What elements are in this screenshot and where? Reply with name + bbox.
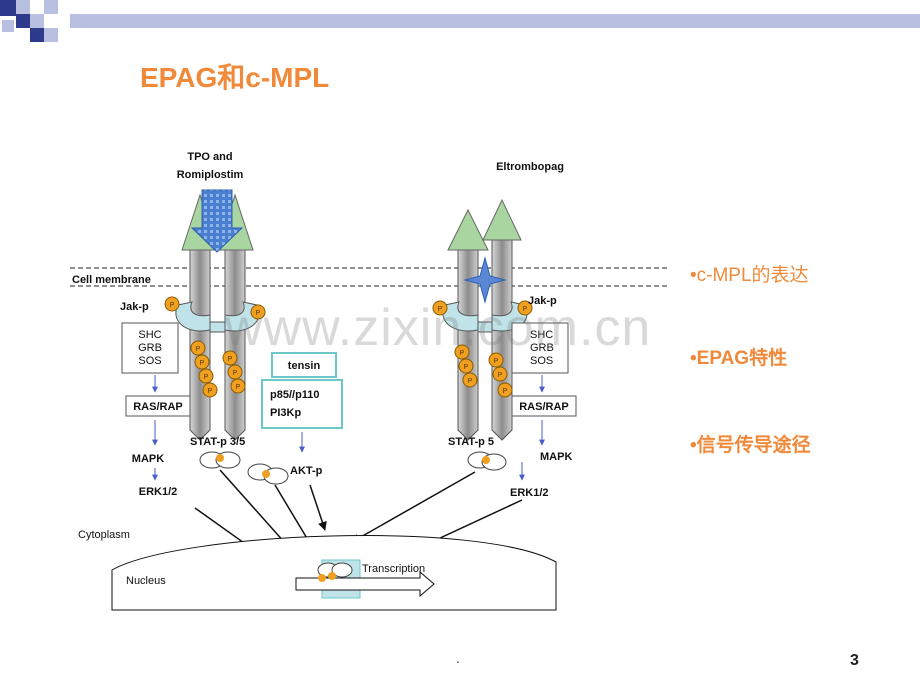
phospho-circle xyxy=(462,372,478,388)
tensin-box xyxy=(271,352,337,378)
header-stripe xyxy=(70,14,920,28)
nucleus-label: Nucleus xyxy=(126,575,166,587)
ras-label-left: RAS/RAP xyxy=(133,401,183,413)
phospho-label: P xyxy=(464,364,469,371)
header-square xyxy=(0,0,16,16)
stat-label-right: STAT-p 5 xyxy=(448,436,494,448)
phospho-circle xyxy=(194,354,210,370)
header-square xyxy=(16,14,30,28)
phospho-label: P xyxy=(196,346,201,353)
stat-dimer-nucleus xyxy=(317,562,353,582)
page-number: 3 xyxy=(850,652,859,669)
jak-label-right: Jak-p xyxy=(528,295,557,307)
signaling-pathway-diagram: TPO and Romiplostim Eltrombopag Cell mem… xyxy=(70,151,670,611)
header-square xyxy=(30,14,44,28)
phospho-label: P xyxy=(523,306,528,313)
ras-label-right: RAS/RAP xyxy=(519,401,569,413)
phospho-circle xyxy=(497,382,513,398)
phospho-circle xyxy=(202,382,218,398)
phospho-circle xyxy=(227,364,243,380)
phospho-circle xyxy=(230,378,246,394)
pi3k-label-1: p85//p110 xyxy=(270,389,320,401)
ligand-label-eltrombopag: Eltrombopag xyxy=(496,161,564,173)
header-square xyxy=(44,28,58,42)
phospho-circle xyxy=(454,344,470,360)
ligand-label-tpo: TPO and xyxy=(187,151,232,163)
shc-box-left xyxy=(121,322,179,374)
jak-label-left: Jak-p xyxy=(120,301,149,313)
cell-membrane-label: Cell membrane xyxy=(72,274,151,286)
phospho-label: P xyxy=(503,388,508,395)
phospho-circle xyxy=(222,350,238,366)
erk-label-right: ERK1/2 xyxy=(510,487,549,499)
phospho-label: P xyxy=(170,302,175,309)
header-square xyxy=(44,0,58,14)
cytoplasm-label: Cytoplasm xyxy=(78,529,130,541)
phospho-label: P xyxy=(256,310,261,317)
phospho-circle xyxy=(488,352,504,368)
pi3k-box xyxy=(261,379,343,429)
header-square xyxy=(30,28,44,42)
sos-label: SOS xyxy=(530,355,553,367)
pi3k-label-2: PI3Kp xyxy=(270,407,301,419)
phospho-circle xyxy=(492,366,508,382)
phospho-label: P xyxy=(460,350,465,357)
phospho-label: P xyxy=(236,384,241,391)
phospho-circle xyxy=(432,300,448,316)
bullet-signal-pathway: •信号传导途径 xyxy=(690,435,811,456)
phospho-label: P xyxy=(233,370,238,377)
transcription-label: Transcription xyxy=(362,563,425,575)
phospho-label: P xyxy=(438,306,443,313)
phospho-circle xyxy=(164,296,180,312)
mapk-label-right: MAPK xyxy=(540,451,572,463)
phospho-circle xyxy=(250,304,266,320)
shc-label: SHC xyxy=(138,329,161,341)
phospho-label: P xyxy=(200,360,205,367)
shc-box-right xyxy=(511,322,569,374)
tensin-label: tensin xyxy=(288,360,321,372)
header-square xyxy=(16,0,30,14)
phospho-label: P xyxy=(204,374,209,381)
header-square xyxy=(30,0,44,14)
stat-dimer-left xyxy=(199,451,289,485)
phospho-label: P xyxy=(498,372,503,379)
stat-dimer-right xyxy=(467,451,507,471)
watermark-text: www.zixin.com.cn xyxy=(225,299,652,357)
bullet-epag-features: •EPAG特性 xyxy=(690,348,788,369)
phospho-label: P xyxy=(494,358,499,365)
stat-label-left: STAT-p 3/5 xyxy=(190,436,245,448)
phospho-label: P xyxy=(208,388,213,395)
phospho-circle xyxy=(190,340,206,356)
mapk-label-left: MAPK xyxy=(132,453,164,465)
phospho-label: P xyxy=(468,378,473,385)
phospho-circle xyxy=(517,300,533,316)
akt-label: AKT-p xyxy=(290,465,323,477)
ras-box-right xyxy=(511,395,577,417)
footer-dot: . xyxy=(456,650,460,666)
erk-label-left: ERK1/2 xyxy=(139,486,178,498)
header-square xyxy=(2,20,14,32)
header-bar xyxy=(0,0,920,52)
sos-label: SOS xyxy=(138,355,161,367)
ras-box-left xyxy=(125,395,191,417)
ligand-label-romiplostim: Romiplostim xyxy=(177,169,244,181)
grb-label: GRB xyxy=(530,342,554,354)
phospho-label: P xyxy=(228,356,233,363)
grb-label: GRB xyxy=(138,342,162,354)
shc-label: SHC xyxy=(530,329,553,341)
phospho-circle xyxy=(458,358,474,374)
bullet-cmpl-expression: •c-MPL的表达 xyxy=(690,265,809,286)
slide-title: EPAG和c-MPL xyxy=(140,62,330,93)
phospho-circle xyxy=(198,368,214,384)
